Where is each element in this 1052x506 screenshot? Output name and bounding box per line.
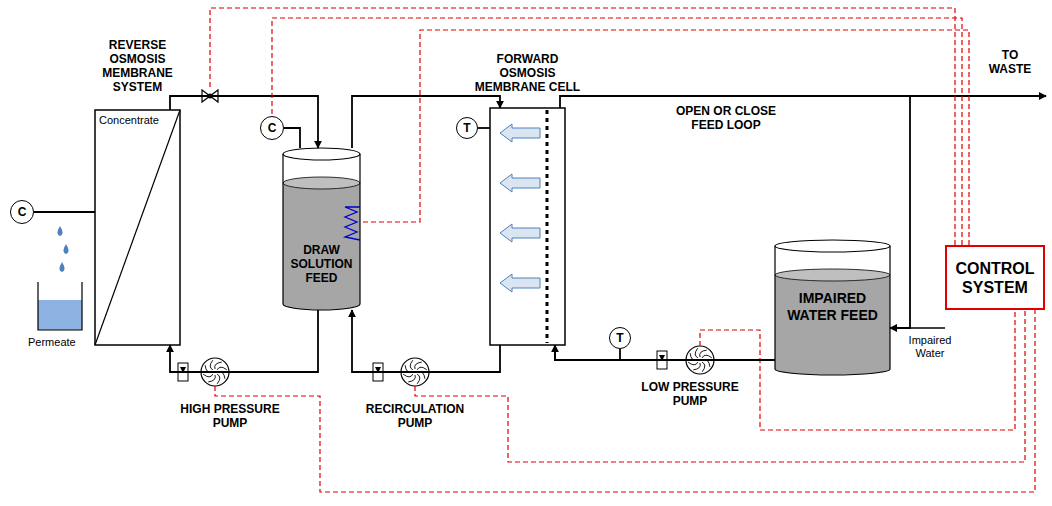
flow-pipe bbox=[555, 345, 620, 360]
sensor-letter: T bbox=[616, 331, 623, 345]
control-system-box: CONTROL SYSTEM bbox=[945, 245, 1045, 310]
flow-pipe bbox=[170, 310, 318, 372]
tank-outline bbox=[283, 154, 360, 310]
flow-pipe bbox=[170, 96, 318, 148]
heater-coil bbox=[345, 207, 360, 240]
flow-pipe bbox=[352, 96, 500, 148]
box-label: CONTROL SYSTEM bbox=[950, 259, 1040, 297]
impeller-vane bbox=[403, 374, 413, 377]
droplet bbox=[58, 226, 63, 236]
flux-arrow bbox=[500, 224, 540, 242]
conductivity-sensor: C bbox=[260, 116, 284, 140]
process-label: Permeate bbox=[28, 336, 76, 349]
flow-pipe bbox=[284, 128, 300, 148]
sensor-letter: C bbox=[18, 205, 27, 219]
impeller-vane bbox=[702, 362, 705, 372]
tank-top bbox=[775, 240, 890, 252]
control-signal-line bbox=[272, 18, 962, 245]
membrane-system: REVERSE OSMOSIS MEMBRANE SYSTEMConcentra… bbox=[95, 110, 180, 345]
control-wire bbox=[700, 310, 1015, 430]
impaired-water-liquid bbox=[775, 275, 890, 375]
process-label: OPEN OR CLOSE FEED LOOP bbox=[670, 104, 782, 132]
liquid-surface bbox=[775, 269, 890, 281]
process-label: TO WASTE bbox=[982, 48, 1038, 76]
impeller-vane bbox=[203, 374, 213, 377]
membrane-line bbox=[95, 110, 180, 345]
fo-membrane bbox=[546, 110, 549, 343]
flow-pipe bbox=[478, 127, 490, 129]
flux-arrow bbox=[500, 174, 540, 192]
unit-label: IMPAIRED WATER FEED bbox=[775, 290, 890, 324]
control-wire bbox=[215, 310, 1035, 492]
unit-label: Concentrate bbox=[99, 114, 159, 127]
impeller-vane bbox=[410, 360, 413, 370]
temperature-sensor: T bbox=[456, 117, 478, 139]
conductivity-sensor: C bbox=[10, 200, 34, 224]
inlet-pipe bbox=[910, 327, 945, 329]
impeller-vane bbox=[417, 374, 420, 384]
waste-pipe bbox=[910, 95, 1046, 97]
impeller-vane bbox=[702, 355, 712, 358]
liquid-surface bbox=[283, 177, 360, 189]
tank-top bbox=[283, 148, 360, 160]
flow-pipe bbox=[560, 96, 910, 328]
process-label: RECIRCULATION PUMP bbox=[350, 402, 480, 430]
control-signal-line bbox=[360, 30, 969, 245]
process-label: Impaired Water bbox=[906, 334, 954, 360]
flow-pipe bbox=[34, 211, 95, 213]
unit-heading: REVERSE OSMOSIS MEMBRANE SYSTEM bbox=[80, 38, 195, 94]
process-label: LOW PRESSURE PUMP bbox=[630, 380, 750, 408]
ro-membrane-housing bbox=[95, 110, 180, 345]
flow-pipe bbox=[352, 310, 500, 372]
impeller-vane bbox=[417, 367, 427, 370]
flux-arrow bbox=[500, 274, 540, 292]
control-wire bbox=[415, 310, 1025, 462]
unit-heading: FORWARD OSMOSIS MEMBRANE CELL bbox=[470, 52, 585, 94]
impeller-vane bbox=[688, 362, 698, 365]
beaker bbox=[38, 282, 82, 330]
control-wire bbox=[210, 8, 955, 245]
fo-cell-housing bbox=[490, 108, 565, 345]
droplet bbox=[60, 262, 65, 272]
pump-group bbox=[178, 346, 714, 386]
sensor-letter: C bbox=[268, 121, 277, 135]
unit-label: DRAW SOLUTION FEED bbox=[283, 243, 360, 285]
process-label: HIGH PRESSURE PUMP bbox=[165, 402, 295, 430]
temperature-sensor: T bbox=[609, 327, 631, 349]
flux-arrow bbox=[500, 124, 540, 142]
draw-solution-tank: DRAW SOLUTION FEED bbox=[283, 148, 360, 310]
water-flux-arrows bbox=[500, 124, 540, 292]
fo-membrane-cell: FORWARD OSMOSIS MEMBRANE CELL bbox=[490, 108, 565, 345]
impeller-vane bbox=[210, 360, 213, 370]
sensor-letter: T bbox=[463, 121, 470, 135]
tank-outline bbox=[775, 246, 890, 375]
impeller-vane bbox=[217, 367, 227, 370]
impeller-vane bbox=[217, 374, 220, 384]
flow-pipe bbox=[555, 345, 775, 360]
permeate-water bbox=[38, 300, 82, 330]
droplet bbox=[64, 244, 69, 254]
draw-solution-liquid bbox=[283, 183, 360, 310]
impaired-water-tank: IMPAIRED WATER FEED bbox=[775, 240, 890, 375]
impeller-vane bbox=[695, 348, 698, 358]
